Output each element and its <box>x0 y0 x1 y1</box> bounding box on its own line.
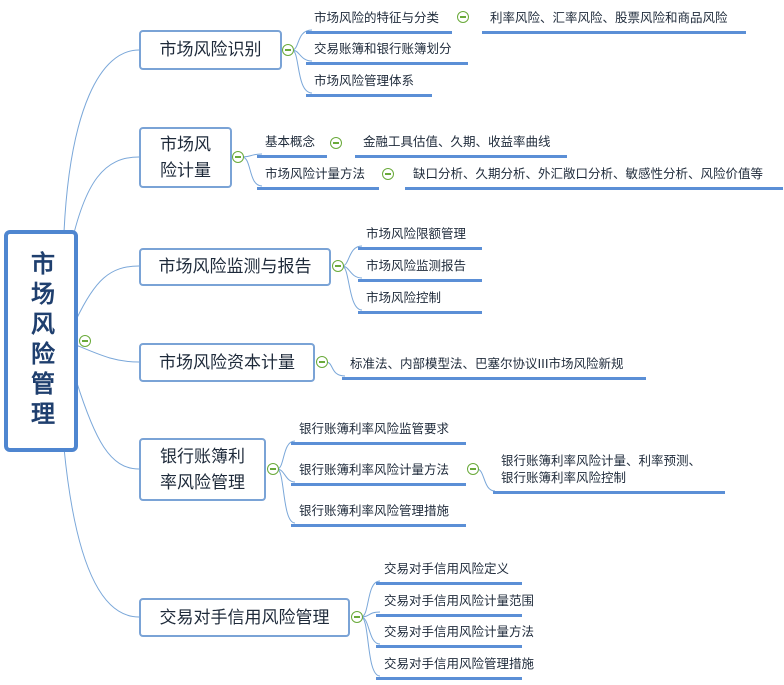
leaf-node[interactable]: 市场风险的特征与分类 <box>306 10 452 34</box>
leaf-node[interactable]: 市场风险监测报告 <box>358 258 482 282</box>
leaf-node[interactable]: 银行账簿利率风险监管要求 <box>291 421 466 445</box>
branch-banking-book-irr[interactable]: 银行账簿利率风险管理 <box>139 438 266 501</box>
leaf-node[interactable]: 市场风险计量方法 <box>257 166 379 190</box>
branch-label: 交易对手信用风险管理 <box>159 607 330 628</box>
branch-label: 银行账簿利率风险管理 <box>160 446 245 493</box>
collapse-icon[interactable] <box>79 335 91 347</box>
leaf-node[interactable]: 银行账簿利率风险计量、利率预测、 银行账簿利率风险控制 <box>493 452 725 494</box>
root-node[interactable]: 市场风险管理 <box>4 230 78 452</box>
leaf-node[interactable]: 基本概念 <box>257 134 327 158</box>
leaf-node[interactable]: 市场风险限额管理 <box>358 226 482 250</box>
leaf-node[interactable]: 市场风险控制 <box>358 290 482 314</box>
branch-label: 市场风险监测与报告 <box>158 257 312 277</box>
root-label: 市场风险管理 <box>26 251 55 431</box>
collapse-icon[interactable] <box>267 463 279 475</box>
leaf-node[interactable]: 交易对手信用风险管理措施 <box>376 656 534 680</box>
leaf-node[interactable]: 交易账簿和银行账簿划分 <box>306 41 468 65</box>
branch-monitoring-reporting[interactable]: 市场风险监测与报告 <box>139 248 331 286</box>
branch-label: 市场风险资本计量 <box>159 352 295 373</box>
branch-counterparty-credit-risk[interactable]: 交易对手信用风险管理 <box>139 598 350 637</box>
leaf-node[interactable]: 金融工具估值、久期、收益率曲线 <box>355 134 567 158</box>
leaf-node[interactable]: 缺口分析、久期分析、外汇敞口分析、敏感性分析、风险价值等 <box>405 166 783 190</box>
collapse-icon[interactable] <box>351 611 363 623</box>
leaf-node[interactable]: 交易对手信用风险计量范围 <box>376 593 534 617</box>
collapse-icon[interactable] <box>316 356 328 368</box>
branch-label: 市场风险计量 <box>160 134 211 181</box>
leaf-node[interactable]: 交易对手信用风险定义 <box>376 561 522 585</box>
collapse-icon[interactable] <box>232 151 244 163</box>
branch-label: 市场风险识别 <box>159 40 262 60</box>
leaf-node[interactable]: 银行账簿利率风险计量方法 <box>291 462 466 486</box>
collapse-icon[interactable] <box>282 44 294 56</box>
branch-market-risk-measurement[interactable]: 市场风险计量 <box>139 127 232 188</box>
leaf-node[interactable]: 标准法、内部模型法、巴塞尔协议III市场风险新规 <box>342 356 646 380</box>
leaf-node[interactable]: 利率风险、汇率风险、股票风险和商品风险 <box>482 10 746 34</box>
collapse-icon[interactable] <box>382 168 394 180</box>
branch-market-risk-identification[interactable]: 市场风险识别 <box>139 30 282 70</box>
leaf-node[interactable]: 银行账簿利率风险管理措施 <box>291 503 466 527</box>
leaf-line: 银行账簿利率风险计量、利率预测、 <box>501 453 702 468</box>
leaf-node[interactable]: 市场风险管理体系 <box>306 73 432 97</box>
branch-capital-measurement[interactable]: 市场风险资本计量 <box>139 343 315 382</box>
collapse-icon[interactable] <box>332 260 344 272</box>
leaf-line: 银行账簿利率风险控制 <box>501 470 627 485</box>
collapse-icon[interactable] <box>330 137 342 149</box>
collapse-icon[interactable] <box>467 463 479 475</box>
collapse-icon[interactable] <box>457 11 469 23</box>
leaf-node[interactable]: 交易对手信用风险计量方法 <box>376 624 534 648</box>
